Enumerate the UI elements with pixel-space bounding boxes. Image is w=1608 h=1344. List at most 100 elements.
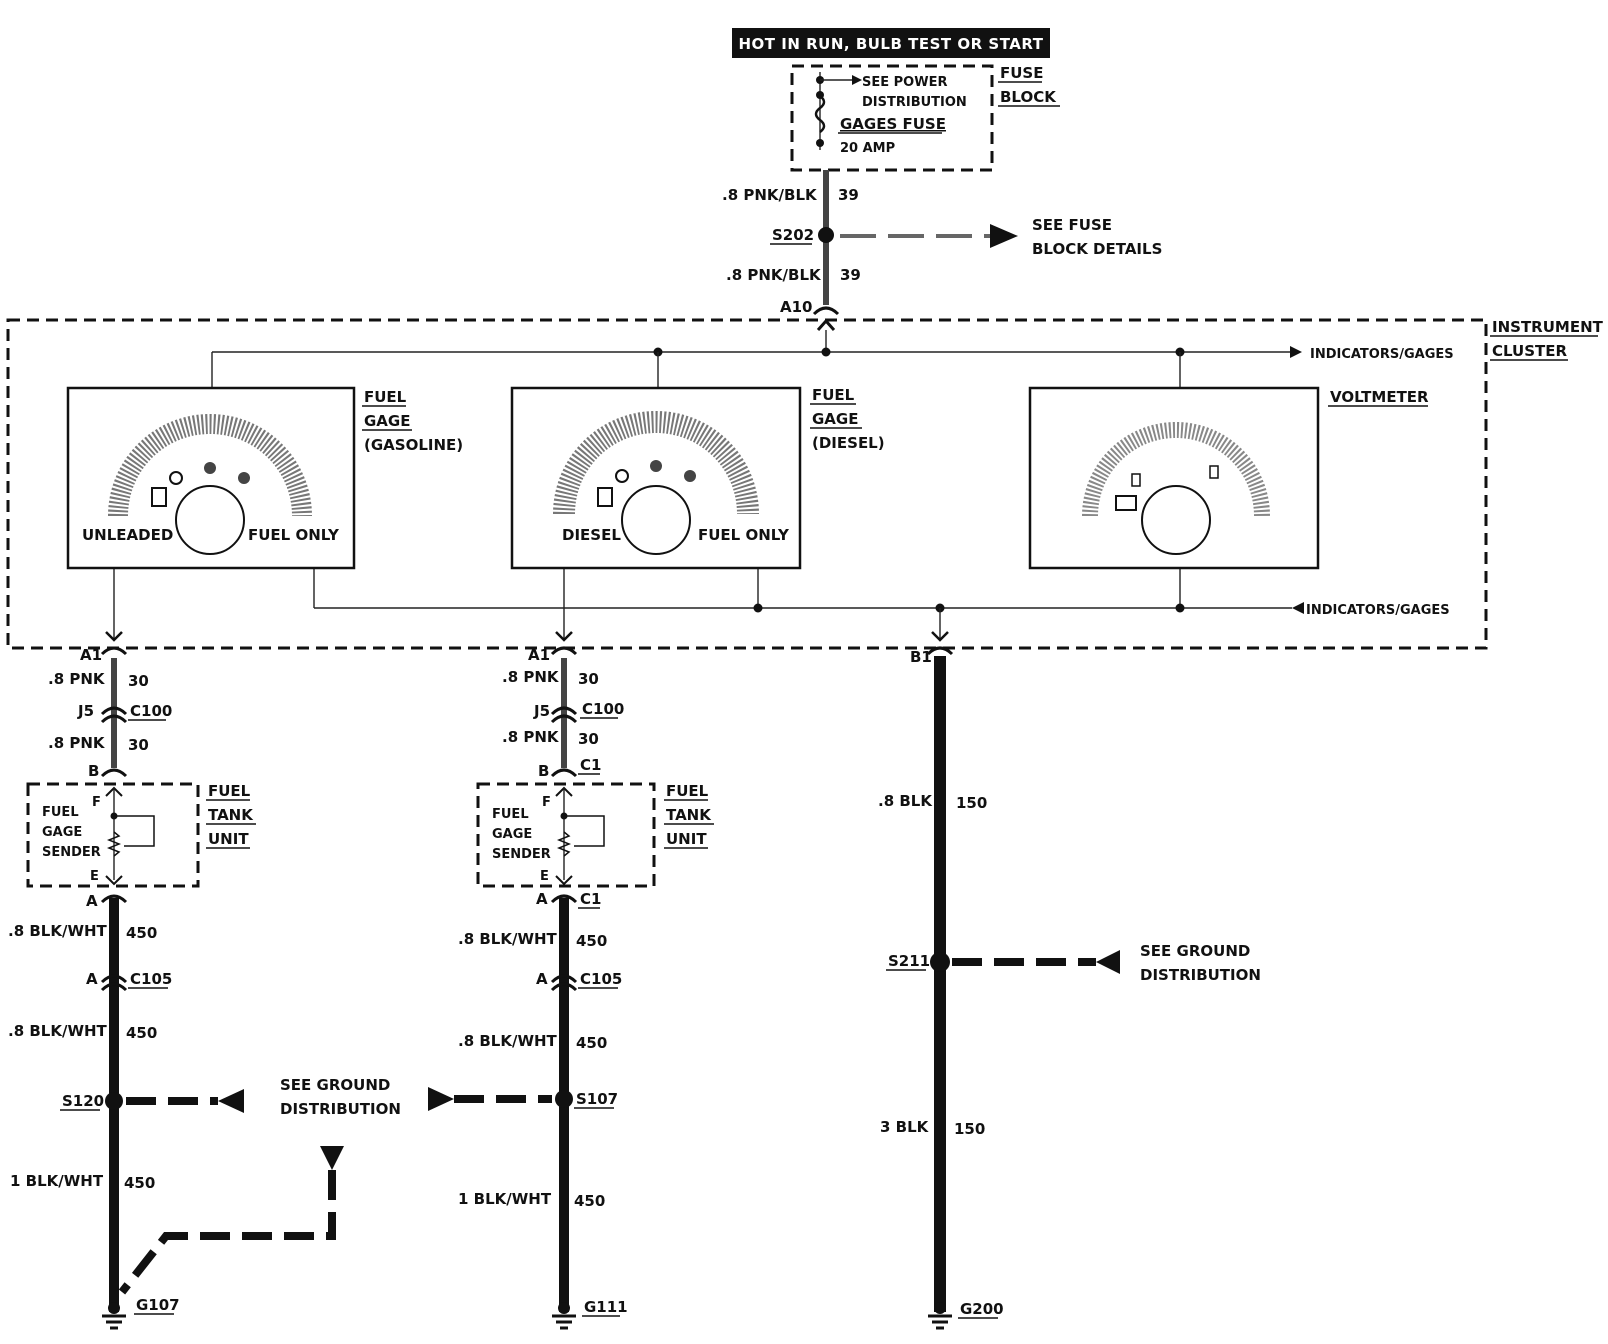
mid-c105: C105 xyxy=(580,970,622,988)
left-conn-pin: J5 xyxy=(77,702,94,720)
mid-wire5: 1 BLK/WHT xyxy=(458,1190,552,1208)
left-circ2: 30 xyxy=(128,736,149,754)
see-power-line1: SEE POWER xyxy=(862,75,947,90)
fuse-block-label-2: BLOCK xyxy=(1000,88,1057,106)
left-pin-a: A xyxy=(86,892,98,910)
fuel-gage-gasoline: UNLEADED FUEL ONLY FUEL GAGE (GASOLINE) xyxy=(66,386,463,570)
right-ground: G200 xyxy=(960,1300,1004,1318)
voltmeter-label: VOLTMETER xyxy=(1330,388,1429,406)
connector-a10: A10 xyxy=(780,298,812,316)
left-sender-1: FUEL xyxy=(42,805,79,820)
mid-tank-2: TANK xyxy=(666,806,712,824)
diesel-right-label: FUEL ONLY xyxy=(698,526,790,544)
mid-wire3: .8 BLK/WHT xyxy=(458,930,558,948)
header-title: HOT IN RUN, BULB TEST OR START xyxy=(739,35,1044,53)
left-c100: C100 xyxy=(130,702,172,720)
mid-circ4: 450 xyxy=(576,1034,607,1052)
mid-conn-b: C1 xyxy=(580,756,601,774)
splice-s202-label: S202 xyxy=(772,226,814,244)
mid-splice: S107 xyxy=(576,1090,618,1108)
right-circ2: 150 xyxy=(954,1120,985,1138)
left-pin-b: B xyxy=(88,762,99,780)
feed-wire-top: .8 PNK/BLK xyxy=(722,186,818,204)
mid-tank-3: UNIT xyxy=(666,830,707,848)
indicators-bottom: INDICATORS/GAGES xyxy=(1306,603,1450,618)
mid-sender-3: SENDER xyxy=(492,847,551,862)
left-splice: S120 xyxy=(62,1092,104,1110)
gasoline-left-label: UNLEADED xyxy=(82,526,173,544)
circuit-right: B1 .8 BLK 150 S211 SEE GROUND DISTRIBUTI… xyxy=(878,646,1261,1330)
voltmeter: VOLTMETER xyxy=(1028,386,1429,570)
ground-symbol-icon xyxy=(102,1302,126,1330)
feed-circuit-39: .8 PNK/BLK 39 S202 SEE FUSE BLOCK DETAIL… xyxy=(722,170,1162,331)
mid-tank-1: FUEL xyxy=(666,782,709,800)
splice-s120 xyxy=(105,1092,123,1110)
left-circ3: 450 xyxy=(126,924,157,942)
diesel-title-1: FUEL xyxy=(812,386,855,404)
gasoline-title-2: GAGE xyxy=(364,412,410,430)
see-power-line2: DISTRIBUTION xyxy=(862,95,967,110)
right-see-ground-2: DISTRIBUTION xyxy=(1140,966,1261,984)
diesel-title-3: (DIESEL) xyxy=(812,434,885,452)
right-pin-b1: B1 xyxy=(910,648,932,666)
mid-wire4: .8 BLK/WHT xyxy=(458,1032,558,1050)
mid-wire2: .8 PNK xyxy=(502,728,560,746)
gasoline-title-3: (GASOLINE) xyxy=(364,436,463,454)
fuse-rating: 20 AMP xyxy=(840,141,895,156)
mid-pin-a: A xyxy=(536,890,548,908)
ground-symbol-icon xyxy=(552,1302,576,1330)
fuse-block: SEE POWER DISTRIBUTION GAGES FUSE 20 AMP… xyxy=(790,64,1060,172)
mid-wire1: .8 PNK xyxy=(502,668,560,686)
left-sender-3: SENDER xyxy=(42,845,101,860)
mid-conn-a: C1 xyxy=(580,890,601,908)
fuel-pump-icon xyxy=(597,487,613,507)
left-wire3: .8 BLK/WHT xyxy=(8,922,108,940)
cluster-label-2: CLUSTER xyxy=(1492,342,1567,360)
right-splice: S211 xyxy=(888,952,930,970)
left-tank-1: FUEL xyxy=(208,782,251,800)
indicators-top: INDICATORS/GAGES xyxy=(1310,347,1454,362)
left-wire1: .8 PNK xyxy=(48,670,106,688)
ground-symbol-icon xyxy=(928,1302,952,1330)
splice-s202 xyxy=(818,227,834,243)
right-wire1: .8 BLK xyxy=(878,792,933,810)
mid-c105-pin: A xyxy=(536,970,548,988)
left-sender-2: GAGE xyxy=(42,825,82,840)
left-tank-3: UNIT xyxy=(208,830,249,848)
splice-s211 xyxy=(930,952,950,972)
mid-circ3: 450 xyxy=(576,932,607,950)
mid-pin-f: F xyxy=(542,795,551,810)
diesel-title-2: GAGE xyxy=(812,410,858,428)
left-c105: C105 xyxy=(130,970,172,988)
see-fuse-line1: SEE FUSE xyxy=(1032,216,1112,234)
mid-pin-e: E xyxy=(540,869,549,884)
mid-pin-a1: A1 xyxy=(528,646,550,664)
mid-sender-2: GAGE xyxy=(492,827,532,842)
right-circ1: 150 xyxy=(956,794,987,812)
feed-wire-bottom: .8 PNK/BLK xyxy=(726,266,822,284)
left-pin-e: E xyxy=(90,869,99,884)
mid-sender-1: FUEL xyxy=(492,807,529,822)
left-circ5: 450 xyxy=(124,1174,155,1192)
gages-fuse-label: GAGES FUSE xyxy=(840,115,946,133)
mid-circ5: 450 xyxy=(574,1192,605,1210)
feed-circuit-bottom: 39 xyxy=(840,266,861,284)
left-see-ground-2: DISTRIBUTION xyxy=(280,1100,401,1118)
circuit-mid: A1 .8 PNK 30 J5 C100 .8 PNK 30 B C1 F E … xyxy=(428,646,714,1330)
splice-s107 xyxy=(555,1090,573,1108)
gasoline-right-label: FUEL ONLY xyxy=(248,526,340,544)
see-fuse-line2: BLOCK DETAILS xyxy=(1032,240,1162,258)
left-c105-pin: A xyxy=(86,970,98,988)
left-circ4: 450 xyxy=(126,1024,157,1042)
circuit-left: A1 .8 PNK 30 J5 C100 .8 PNK 30 B F E FUE… xyxy=(8,646,401,1330)
fuse-block-label-1: FUSE xyxy=(1000,64,1043,82)
left-see-ground-1: SEE GROUND xyxy=(280,1076,390,1094)
mid-circ2: 30 xyxy=(578,730,599,748)
mid-circ1: 30 xyxy=(578,670,599,688)
left-circ1: 30 xyxy=(128,672,149,690)
mid-c100: C100 xyxy=(582,700,624,718)
left-wire2: .8 PNK xyxy=(48,734,106,752)
instrument-cluster: INSTRUMENT CLUSTER INDICATORS/GAGES INDI… xyxy=(6,318,1604,650)
cluster-label-1: INSTRUMENT xyxy=(1492,318,1604,336)
right-wire2: 3 BLK xyxy=(880,1118,930,1136)
